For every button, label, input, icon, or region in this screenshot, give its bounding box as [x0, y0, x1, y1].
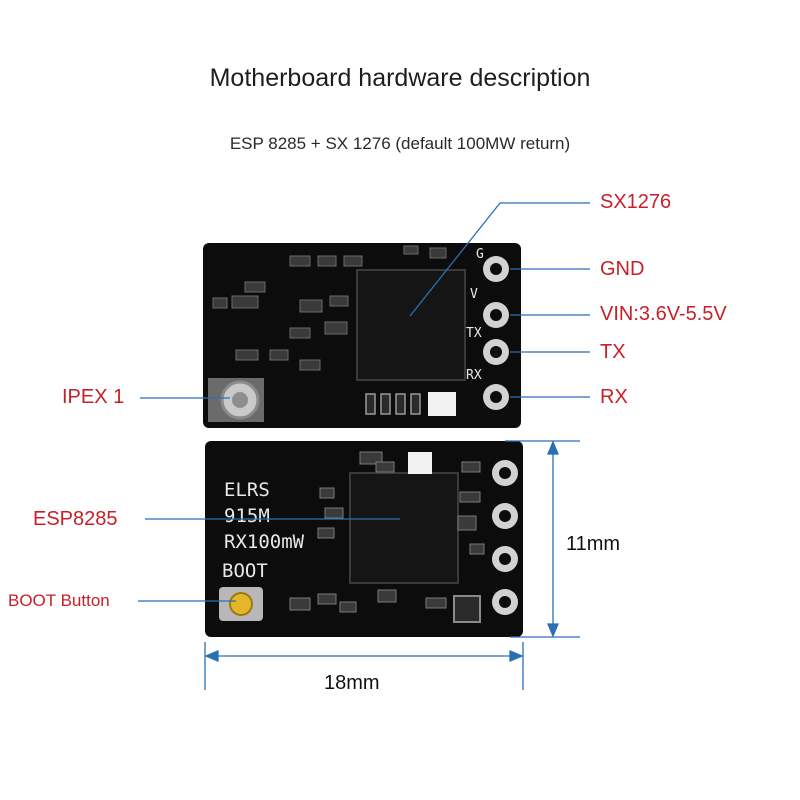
- label-ipex: IPEX 1: [62, 386, 125, 408]
- dimension-width: 18mm: [324, 672, 380, 694]
- label-tx: TX: [600, 341, 626, 363]
- label-vin: VIN:3.6V-5.5V: [600, 303, 727, 325]
- dimension-lines: [204, 440, 580, 690]
- label-esp8285: ESP8285: [33, 508, 118, 530]
- silk-boot: BOOT: [222, 560, 268, 582]
- bottom-board: ELRS 915M RX100mW BOOT: [205, 441, 523, 637]
- dimension-height: 11mm: [566, 533, 621, 555]
- label-rx: RX: [600, 386, 628, 408]
- page-subtitle: ESP 8285 + SX 1276 (default 100MW return…: [229, 134, 571, 153]
- label-sx1276: SX1276: [600, 191, 672, 213]
- top-board: G V TX RX: [203, 243, 521, 428]
- silk-line-2: 915M: [224, 505, 270, 527]
- label-gnd: GND: [600, 258, 645, 280]
- silk-line-3: RX100mW: [224, 531, 305, 553]
- silk-pad-g: G: [476, 247, 484, 262]
- silk-pad-tx: TX: [466, 326, 482, 341]
- leader-lines: [138, 202, 590, 602]
- silk-pad-v: V: [470, 287, 478, 302]
- label-boot-button: BOOT Button: [8, 591, 110, 610]
- page-title: Motherboard hardware description: [209, 64, 591, 92]
- silk-pad-rx: RX: [466, 368, 482, 383]
- silk-line-1: ELRS: [224, 479, 270, 501]
